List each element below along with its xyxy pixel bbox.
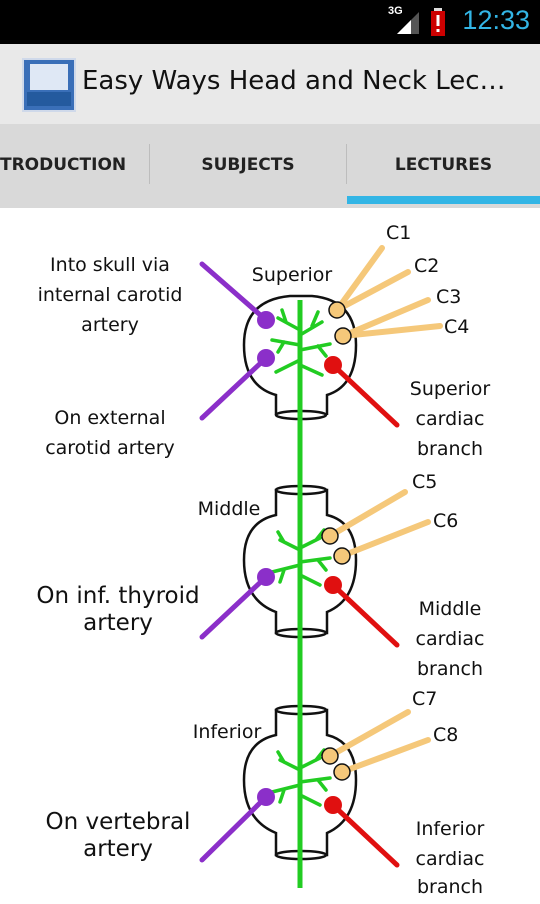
- svg-text:branch: branch: [417, 658, 483, 680]
- battery-alert-icon: [431, 8, 445, 36]
- cardiac-branches: [330, 362, 400, 868]
- svg-text:cardiac: cardiac: [416, 628, 485, 650]
- status-bar: 3G 12:33: [0, 0, 540, 44]
- svg-text:artery: artery: [81, 314, 139, 336]
- spinal-nerves: [327, 245, 443, 775]
- tab-introduction[interactable]: TRODUCTION: [0, 155, 127, 175]
- svg-text:artery: artery: [83, 836, 153, 862]
- svg-text:branch: branch: [417, 438, 483, 460]
- nerve-label-c2: C2: [414, 255, 439, 277]
- tab-subjects[interactable]: SUBJECTS: [201, 155, 295, 175]
- svg-text:artery: artery: [83, 610, 153, 636]
- nerve-label-c8: C8: [433, 724, 458, 746]
- ganglion-name-inferior: Inferior: [193, 721, 262, 743]
- sympathetic-trunk-diagram: Superior Middle Inferior Into skull via …: [36, 222, 491, 898]
- tab-selected-indicator: [347, 196, 540, 204]
- nerve-label-c5: C5: [412, 471, 437, 493]
- superior-lower-node: [257, 349, 275, 367]
- svg-text:internal carotid: internal carotid: [38, 284, 183, 306]
- tab-divider: [149, 144, 150, 184]
- svg-text:carotid artery: carotid artery: [45, 437, 175, 459]
- app-icon[interactable]: [22, 58, 76, 112]
- nerve-label-c7: C7: [412, 688, 437, 710]
- tab-lectures[interactable]: LECTURES: [394, 155, 493, 175]
- label-internal-carotid: Into skull via: [50, 254, 170, 276]
- ganglion-name-middle: Middle: [198, 498, 261, 520]
- superior-upper-node: [257, 311, 275, 329]
- label-external-carotid: On external: [54, 407, 165, 429]
- network-type: 3G: [388, 5, 403, 17]
- lecture-diagram: Superior Middle Inferior Into skull via …: [0, 208, 540, 900]
- label-middle-cardiac: Middle: [419, 598, 482, 620]
- svg-text:branch: branch: [417, 876, 483, 898]
- nerve-label-c6: C6: [433, 510, 458, 532]
- label-superior-cardiac: Superior: [410, 378, 491, 400]
- ganglion-branching: [270, 308, 332, 807]
- svg-text:cardiac: cardiac: [416, 408, 485, 430]
- label-inf-thyroid: On inf. thyroid: [36, 583, 199, 609]
- tab-divider: [346, 144, 347, 184]
- inferior-node: [257, 788, 275, 806]
- nerve-label-c3: C3: [436, 286, 461, 308]
- ganglion-name-superior: Superior: [252, 264, 333, 286]
- nerve-label-c4: C4: [444, 316, 469, 338]
- label-inferior-cardiac: Inferior: [416, 818, 485, 840]
- clock: 12:33: [462, 5, 530, 35]
- svg-text:cardiac: cardiac: [416, 848, 485, 870]
- middle-node: [257, 568, 275, 586]
- app-title: Easy Ways Head and Neck Lec…: [82, 66, 506, 96]
- tab-bar: TRODUCTION SUBJECTS LECTURES: [0, 124, 540, 208]
- label-vertebral: On vertebral: [46, 809, 191, 835]
- action-bar: Easy Ways Head and Neck Lec…: [0, 44, 540, 124]
- arterial-branches: [199, 261, 269, 863]
- nerve-label-c1: C1: [386, 222, 411, 244]
- signal-icon: [397, 12, 419, 34]
